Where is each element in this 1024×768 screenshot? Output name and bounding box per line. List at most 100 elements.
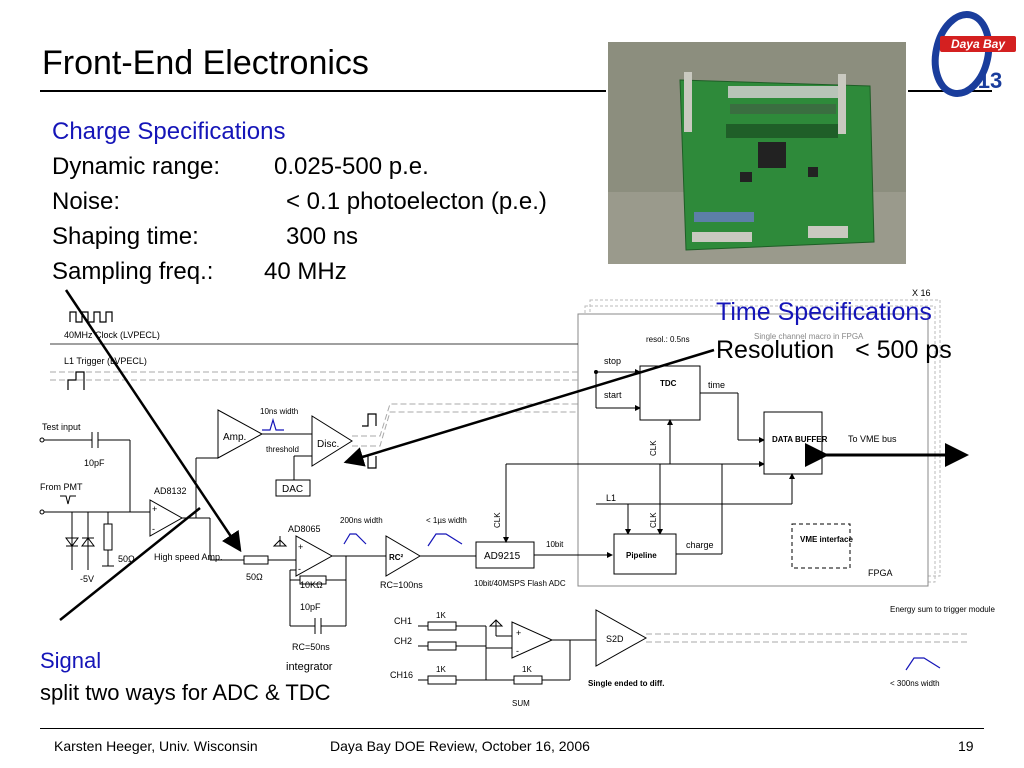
page-number: 19 xyxy=(958,738,974,754)
r50b-label: 50Ω xyxy=(246,572,263,582)
time-label: time xyxy=(708,380,725,390)
adc-desc-label: 10bit/40MSPS Flash ADC xyxy=(474,579,566,588)
s2d-label: S2D xyxy=(606,634,624,644)
board-photo xyxy=(608,42,906,264)
daya-bay-logo: Daya Bay 13 xyxy=(918,8,1018,100)
threshold-label: threshold xyxy=(266,445,299,454)
dac-label: DAC xyxy=(282,484,303,495)
stop-label: stop xyxy=(604,356,621,366)
l1-label: L1 xyxy=(606,493,616,503)
r1k-label: 1K xyxy=(436,611,446,620)
trigger-label: L1 Trigger (LVPECL) xyxy=(64,356,147,366)
clock-waveform-icon xyxy=(69,311,113,323)
spec-label: Noise: xyxy=(52,188,121,215)
bits-label: 10bit xyxy=(546,540,564,549)
spec-row-shaping-time: Shaping time: 300 ns xyxy=(52,223,358,251)
pulse-300ns-icon xyxy=(905,657,941,671)
single-ended-label: Single ended to diff. xyxy=(588,679,664,688)
width-300ns-label: < 300ns width xyxy=(890,679,940,688)
amp-label: Amp. xyxy=(223,432,246,443)
svg-text:+: + xyxy=(516,628,521,638)
signal-text: split two ways for ADC & TDC xyxy=(40,680,331,705)
svg-text:-: - xyxy=(298,564,301,574)
rc100-label: RC=100ns xyxy=(380,580,423,590)
signal-arrow-down xyxy=(59,507,201,621)
width-200ns-label: 200ns width xyxy=(340,516,383,525)
spec-label: Shaping time: xyxy=(52,223,199,250)
svg-text:-: - xyxy=(516,646,519,656)
signal-heading: Signal xyxy=(40,648,102,673)
from-pmt-label: From PMT xyxy=(40,482,83,492)
resol-label: resol.: 0.5ns xyxy=(646,335,690,344)
ad8132-label: AD8132 xyxy=(154,486,187,496)
test-input-label: Test input xyxy=(42,422,81,432)
ad9215-label: AD9215 xyxy=(484,551,521,562)
spec-value: 0.025-500 p.e. xyxy=(274,153,429,180)
sum-label: SUM xyxy=(512,699,530,708)
time-specs-heading: Time Specifications xyxy=(716,298,932,326)
high-speed-amp-label: High speed Amp. xyxy=(154,552,223,562)
width-10ns-label: 10ns width xyxy=(260,407,298,416)
cap2-label: 10pF xyxy=(300,602,321,612)
data-buffer-label: DATA BUFFER xyxy=(772,435,828,444)
resolution-label: Resolution xyxy=(716,336,835,364)
spec-value: 40 MHz xyxy=(264,258,347,285)
svg-text:-: - xyxy=(152,524,155,534)
adc-clk-label: CLK xyxy=(493,512,502,528)
ch1-label: CH1 xyxy=(394,616,412,626)
macro-label: Single channel macro in FPGA xyxy=(754,332,864,341)
resolution-value: < 500 ps xyxy=(855,336,952,364)
title-rule xyxy=(40,90,606,92)
minus5v-label: -5V xyxy=(80,574,94,584)
logo-number: 13 xyxy=(978,68,1002,93)
r1k-label-2: 1K xyxy=(436,665,446,674)
footer-rule xyxy=(40,728,984,729)
spec-value: < 0.1 photoelecton (p.e.) xyxy=(286,188,547,215)
vme-iface-label: VME interface xyxy=(800,535,853,544)
trigger-pulse-icon xyxy=(67,371,85,390)
spec-row-sampling-freq: Sampling freq.: 40 MHz xyxy=(52,258,347,286)
time-spec-arrow xyxy=(343,348,715,467)
start-label: start xyxy=(604,390,622,400)
ch16-label: CH16 xyxy=(390,670,413,680)
spec-row-dynamic-range: Dynamic range: 0.025-500 p.e. xyxy=(52,153,429,181)
spec-label: Sampling freq.: xyxy=(52,258,214,285)
cap-10pf-label: 10pF xyxy=(84,458,105,468)
signal-arrow-up xyxy=(64,289,242,553)
tdc-label: TDC xyxy=(660,379,677,388)
disc-label: Disc. xyxy=(317,439,339,450)
page-title: Front-End Electronics xyxy=(42,44,369,82)
spec-value: 300 ns xyxy=(286,223,359,250)
tdc-clk-label: CLK xyxy=(649,440,658,456)
charge-label: charge xyxy=(686,540,714,550)
rc2-label: RC² xyxy=(389,553,404,562)
rc50-label: RC=50ns xyxy=(292,642,330,652)
to-vme-label: To VME bus xyxy=(848,434,897,444)
pulse-10ns-icon xyxy=(262,417,284,431)
fpga-label: FPGA xyxy=(868,568,893,578)
r1k-label-3: 1K xyxy=(522,665,532,674)
circuit-diagram: X 16 40MHz Clock (LVPECL) L1 Trigger (LV… xyxy=(39,288,995,708)
pulse-200ns-icon xyxy=(343,533,367,545)
x16-label: X 16 xyxy=(912,288,931,298)
logo-text: Daya Bay xyxy=(951,37,1006,51)
footer-event: Daya Bay DOE Review, October 16, 2006 xyxy=(330,738,590,754)
integrator-label: integrator xyxy=(286,661,333,673)
spec-row-noise: Noise: < 0.1 photoelecton (p.e.) xyxy=(52,188,547,216)
time-resolution: Resolution < 500 ps xyxy=(716,336,952,365)
svg-text:+: + xyxy=(298,542,303,552)
pipeline-label: Pipeline xyxy=(626,551,657,560)
r50-label: 50Ω xyxy=(118,554,135,564)
clock-label: 40MHz Clock (LVPECL) xyxy=(64,330,160,340)
r10k-label: 10KΩ xyxy=(300,580,323,590)
footer-author: Karsten Heeger, Univ. Wisconsin xyxy=(54,738,258,754)
pipeline-clk-label: CLK xyxy=(649,512,658,528)
energy-sum-label: Energy sum to trigger module xyxy=(890,605,995,614)
ad8065-label: AD8065 xyxy=(288,524,321,534)
pulse-1us-icon xyxy=(427,533,463,547)
width-1us-label: < 1µs width xyxy=(426,516,467,525)
ch2-label: CH2 xyxy=(394,636,412,646)
spec-label: Dynamic range: xyxy=(52,153,221,180)
svg-text:+: + xyxy=(152,504,157,514)
pmt-pulse-icon xyxy=(60,495,76,505)
